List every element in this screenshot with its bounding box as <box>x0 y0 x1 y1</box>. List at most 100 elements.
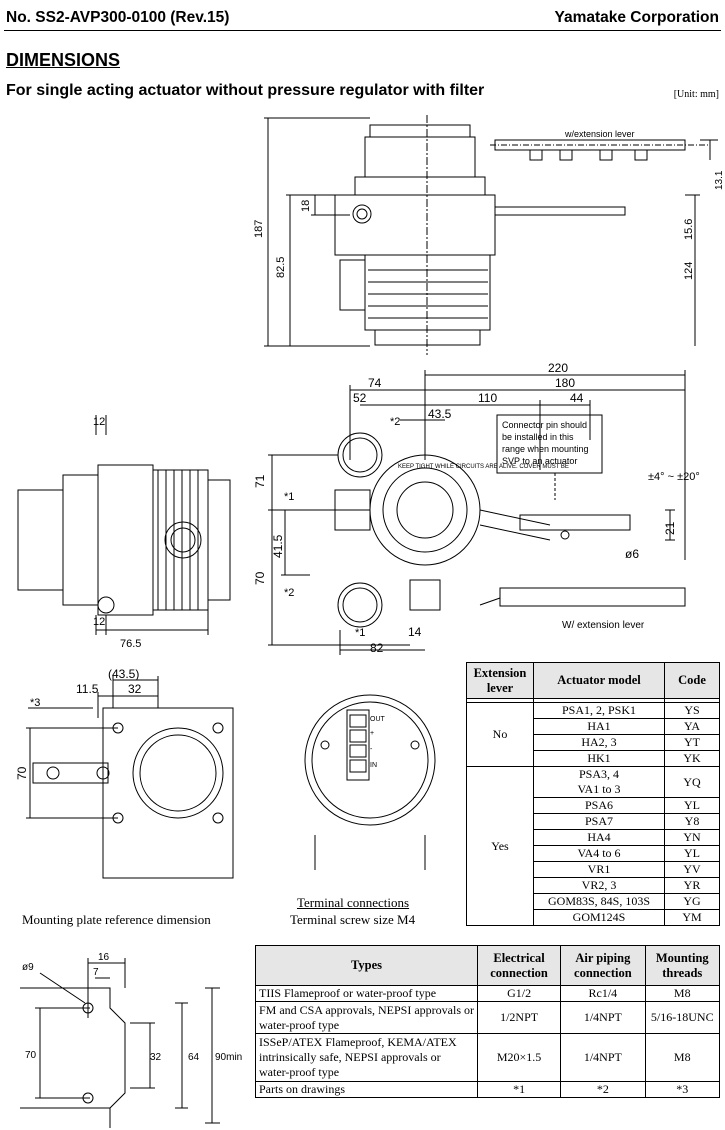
col-code: Code <box>664 662 720 699</box>
top-extension-label: w/extension lever <box>564 129 635 139</box>
front-extension-label: W/ extension lever <box>562 620 645 631</box>
table-cell: Rc1/4 <box>560 985 646 1002</box>
table-cell: YK <box>664 750 720 767</box>
mount-dim-11-5: 11.5 <box>76 682 99 696</box>
dim-15-6: 15.6 <box>683 219 695 240</box>
table-cell: YR <box>664 877 720 894</box>
lever-yes: Yes <box>466 766 534 926</box>
lever-no: No <box>466 702 534 767</box>
dim-phi6: ø6 <box>625 547 639 561</box>
dim-14: 14 <box>408 625 422 639</box>
marker-1-left: *1 <box>284 491 294 503</box>
header-divider <box>4 30 721 31</box>
table-cell: M8 <box>644 985 721 1002</box>
dim-angle: ±4° ~ ±20° <box>648 471 700 483</box>
document-number: No. SS2-AVP300-0100 (Rev.15) <box>6 9 230 26</box>
mount-dim-43-5: (43.5) <box>108 668 139 681</box>
side-dim-12-top: 12 <box>93 416 105 428</box>
dim-70: 70 <box>253 571 267 585</box>
table-row: Parts on drawings <box>255 1081 478 1098</box>
table-cell: YG <box>664 893 720 910</box>
table-cell: Y8 <box>664 813 720 830</box>
dim-44: 44 <box>570 391 584 405</box>
table-row: VR2, 3 <box>533 877 665 894</box>
plate-dim-16: 16 <box>98 952 110 963</box>
dim-220: 220 <box>548 361 568 375</box>
mount-dim-70: 70 <box>15 766 29 780</box>
actuator-table: Extension lever Actuator model Code No P… <box>466 662 720 926</box>
table-cell: *2 <box>560 1081 646 1098</box>
table-row: GOM124S <box>533 909 665 926</box>
table-row: PSA1, 2, PSK1 <box>533 702 665 719</box>
dim-110: 110 <box>478 391 497 405</box>
plate-dim-90min: 90min <box>215 1052 242 1063</box>
note-line-2: be installed in this <box>502 432 574 442</box>
table-cell: YT <box>664 734 720 751</box>
marker-1-bottom: *1 <box>355 627 365 639</box>
table-cell: M20×1.5 <box>476 1033 562 1082</box>
terminal-plus-label: + <box>370 730 374 737</box>
table-row: PSA7 <box>533 813 665 830</box>
table-row: TIIS Flameproof or water-proof type <box>255 985 478 1002</box>
table-cell: G1/2 <box>476 985 562 1002</box>
dim-52: 52 <box>353 391 367 405</box>
table-cell: 5/16-18UNC <box>644 1001 721 1034</box>
types-table: Types Electrical connection Air piping c… <box>255 945 721 1098</box>
table-cell: *3 <box>644 1081 721 1098</box>
plate-dim-7: 7 <box>93 967 99 978</box>
front-view-drawing: 220 74 180 52 110 44 43.5 71 41.5 70 21 … <box>253 361 700 655</box>
terminal-caption-title: Terminal connections <box>297 895 410 910</box>
page-subtitle: For single acting actuator without press… <box>6 82 485 99</box>
dim-71: 71 <box>253 474 267 488</box>
col-electrical: Electrical connection <box>476 945 562 986</box>
plate-view-drawing: ø9 16 7 70 32 64 90min <box>20 952 242 1128</box>
section-title: DIMENSIONS <box>6 50 121 70</box>
table-row: VA4 to 6 <box>533 845 665 862</box>
dim-13-1: 13.1 <box>714 170 725 190</box>
table-cell: YL <box>664 797 720 814</box>
mount-marker-3: *3 <box>30 697 40 709</box>
dim-74: 74 <box>368 376 382 390</box>
table-row: HA4 <box>533 829 665 846</box>
table-row: VR1 <box>533 861 665 878</box>
plate-dim-70: 70 <box>25 1050 37 1061</box>
dim-124: 124 <box>683 262 695 280</box>
table-cell: YL <box>664 845 720 862</box>
top-view-drawing: w/extension lever 187 82.5 18 13.1 15.6 … <box>253 115 725 355</box>
table-row: PSA3, 4 VA1 to 3 <box>533 766 665 798</box>
company-name: Yamatake Corporation <box>554 9 719 26</box>
marker-2-top: *2 <box>390 416 400 428</box>
side-dim-12-bottom: 12 <box>93 616 105 628</box>
plate-dim-64: 64 <box>188 1052 200 1063</box>
dim-187: 187 <box>253 220 265 238</box>
side-view-drawing: 12 12 76.5 <box>17 415 231 650</box>
table-cell: YN <box>664 829 720 846</box>
table-cell: YM <box>664 909 720 926</box>
col-mounting: Mounting threads <box>644 945 721 986</box>
plate-dim-phi9: ø9 <box>22 962 34 973</box>
marker-2-bottom: *2 <box>284 587 294 599</box>
table-cell: M8 <box>644 1033 721 1082</box>
table-row: PSA6 <box>533 797 665 814</box>
table-row: ISSeP/ATEX Flameproof, KEMA/ATEX intrins… <box>255 1033 478 1082</box>
table-cell: YV <box>664 861 720 878</box>
table-cell: *1 <box>476 1081 562 1098</box>
table-cell: 1/2NPT <box>476 1001 562 1034</box>
table-cell: 1/4NPT <box>560 1033 646 1082</box>
table-row: HA2, 3 <box>533 734 665 751</box>
col-types: Types <box>255 945 478 986</box>
mount-dim-32: 32 <box>128 682 142 696</box>
dim-180: 180 <box>555 376 575 390</box>
dim-21: 21 <box>663 521 677 535</box>
dim-82: 82 <box>370 641 384 655</box>
mounting-caption: Mounting plate reference dimension <box>22 912 211 927</box>
terminal-minus-label: - <box>370 746 373 753</box>
terminal-view-drawing: OUT + - IN <box>304 694 436 870</box>
table-row: HA1 <box>533 718 665 735</box>
table-row: GOM83S, 84S, 103S <box>533 893 665 910</box>
table-cell: 1/4NPT <box>560 1001 646 1034</box>
unit-label: [Unit: mm] <box>673 89 719 100</box>
dim-41-5: 41.5 <box>271 534 285 558</box>
mounting-view-drawing: (43.5) 11.5 32 70 *3 <box>15 668 234 879</box>
dim-82-5: 82.5 <box>275 257 287 278</box>
